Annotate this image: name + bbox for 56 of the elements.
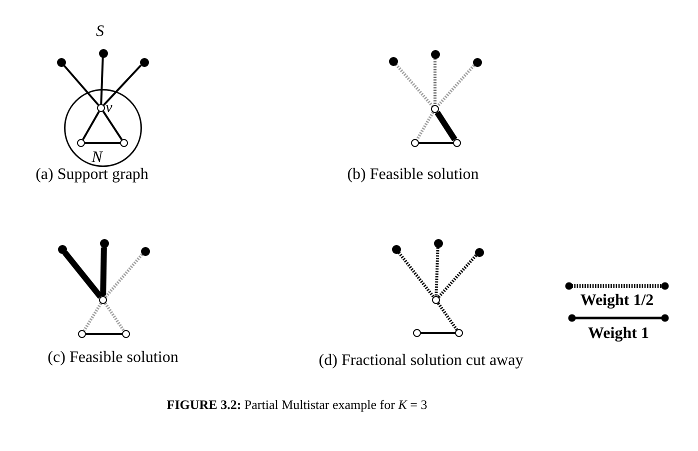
graph-edge bbox=[100, 57, 104, 104]
hatched-edge bbox=[434, 247, 440, 296]
set-label: N bbox=[92, 149, 102, 167]
hatched-edge bbox=[416, 112, 434, 140]
vertex-circle bbox=[120, 139, 128, 147]
hatched-edge bbox=[104, 253, 144, 298]
vertex-circle bbox=[77, 139, 85, 147]
vertex-circle bbox=[78, 330, 86, 338]
graph-edge bbox=[434, 110, 458, 142]
vertex-dot bbox=[388, 56, 398, 66]
panel-caption: (a) Support graph bbox=[36, 166, 148, 184]
neighborhood-circle bbox=[64, 89, 142, 167]
graph-edge bbox=[100, 247, 107, 296]
graph-edge bbox=[419, 142, 453, 144]
vertex-dot bbox=[430, 50, 440, 58]
vertex-dot bbox=[98, 48, 108, 58]
hatched-edge bbox=[398, 252, 435, 298]
graph-edge bbox=[63, 64, 100, 106]
vertex-dot bbox=[140, 58, 148, 66]
legend-label: Weight 1/2 bbox=[580, 292, 654, 310]
vertex-dot bbox=[56, 58, 66, 66]
vertex-circle bbox=[122, 330, 130, 338]
vertex-circle bbox=[411, 139, 419, 147]
panel-caption: (b) Feasible solution bbox=[347, 166, 479, 184]
vertex-circle bbox=[432, 296, 440, 304]
graph-edge bbox=[82, 110, 100, 140]
panel-caption: (c) Feasible solution bbox=[48, 349, 178, 367]
graph-edge bbox=[85, 142, 120, 144]
vertex-circle bbox=[413, 329, 421, 337]
hatched-edge bbox=[436, 64, 476, 108]
graph-edge bbox=[103, 64, 142, 106]
vertex-dot bbox=[58, 244, 66, 254]
vertex-circle bbox=[431, 105, 439, 113]
graph-edge bbox=[421, 332, 455, 334]
legend-label: Weight 1 bbox=[588, 325, 649, 343]
hatched-edge bbox=[104, 302, 125, 332]
vertex-dot bbox=[434, 238, 442, 248]
hatched-edge bbox=[394, 63, 434, 107]
vertex-dot bbox=[392, 244, 400, 254]
vertex-circle bbox=[455, 329, 463, 337]
graph-edge bbox=[86, 333, 122, 335]
vertex-dot bbox=[100, 238, 108, 248]
panel-caption: (d) Fractional solution cut away bbox=[318, 352, 524, 370]
hatched-edge bbox=[434, 58, 436, 105]
hatched-edge bbox=[82, 302, 102, 332]
graph-edge bbox=[62, 250, 103, 299]
hatched-edge bbox=[438, 254, 478, 298]
vertex-dot bbox=[472, 58, 482, 66]
set-label: S bbox=[96, 23, 104, 41]
vertex-circle bbox=[453, 139, 461, 147]
hatched-edge bbox=[437, 302, 458, 331]
figure-caption: FIGURE 3.2: Partial Multistar example for K = 3 bbox=[166, 398, 428, 412]
vertex-dot bbox=[140, 246, 150, 256]
vertex-label: v bbox=[106, 100, 112, 116]
graph-edge bbox=[102, 110, 123, 140]
vertex-dot bbox=[474, 248, 484, 256]
